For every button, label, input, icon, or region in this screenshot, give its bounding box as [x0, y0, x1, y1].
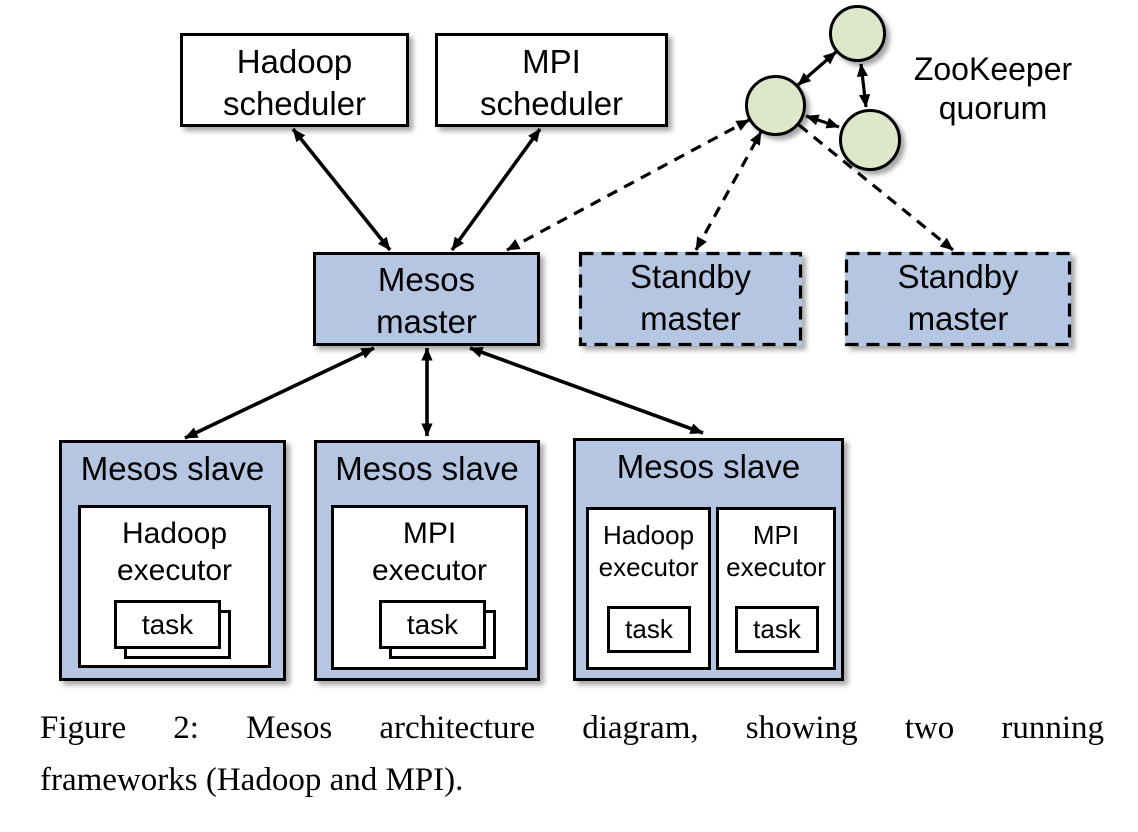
arrow-mpi-scheduler-master	[450, 127, 542, 252]
slave-3-mpi-executor-label: MPI executor	[719, 510, 833, 583]
slave-3-hadoop-executor-line2: executor	[598, 552, 699, 582]
slave-1-executor-line2: executor	[116, 554, 233, 587]
standby-master-1-label-line2: master	[640, 300, 741, 337]
arrow-master-slave1	[184, 346, 375, 440]
slave-2-task-box: task	[379, 600, 486, 649]
slave-3-mpi-executor-line2: executor	[726, 552, 826, 582]
mesos-master-label-line1: Mesos	[377, 261, 476, 298]
slave-3-mpi-task-box: task	[735, 606, 819, 653]
standby-master-2-label-line1: Standby	[897, 258, 1019, 295]
zookeeper-label-line1: ZooKeeper	[913, 51, 1073, 87]
standby-master-2-label-line2: master	[907, 300, 1009, 337]
dashed-arrow-zookeeper-master	[506, 118, 750, 252]
slave-1-hadoop-executor-box: Hadoop executor task	[78, 505, 271, 668]
slave-3-hadoop-task-stack: task	[607, 606, 691, 653]
hadoop-scheduler-label-line1: Hadoop	[236, 43, 353, 80]
mesos-master-node: Mesos master	[313, 252, 540, 346]
mesos-slave-3-title: Mesos slave	[616, 448, 801, 485]
slave-3-hadoop-executor-line1: Hadoop	[602, 520, 695, 550]
mpi-scheduler-label-line1: MPI	[522, 43, 581, 80]
hadoop-scheduler-label-line2: scheduler	[222, 85, 367, 122]
slave-2-executor-label: MPI executor	[334, 508, 525, 589]
dashed-arrow-zookeeper-standby1	[694, 131, 763, 251]
arrow-zk-left-top	[796, 50, 838, 87]
figure-caption-line2: frameworks (Hadoop and MPI).	[40, 762, 464, 798]
slave-1-task-box: task	[114, 600, 221, 649]
slave-3-mpi-executor-box: MPI executor task	[716, 507, 836, 670]
mesos-slave-2-title: Mesos slave	[335, 450, 519, 487]
zookeeper-quorum-label: ZooKeeper quorum	[893, 50, 1093, 128]
mesos-slave-2-node: Mesos slave MPI executor task	[314, 440, 540, 681]
slave-1-executor-label: Hadoop executor	[81, 508, 268, 589]
arrow-master-slave3	[469, 346, 704, 435]
arrow-zk-left-bottom	[805, 114, 840, 129]
zookeeper-label-line2: quorum	[938, 90, 1048, 126]
figure-caption-line1: Figure 2: Mesos architecture diagram, sh…	[40, 710, 1104, 746]
mesos-slave-1-title: Mesos slave	[80, 450, 265, 487]
mpi-scheduler-node: MPI scheduler	[435, 33, 668, 127]
slave-2-executor-line2: executor	[371, 554, 488, 587]
mesos-slave-1-node: Mesos slave Hadoop executor task	[59, 440, 286, 681]
figure-caption: Figure 2: Mesos architecture diagram, sh…	[40, 702, 1104, 806]
slave-3-hadoop-executor-box: Hadoop executor task	[586, 507, 711, 670]
mpi-scheduler-label-line2: scheduler	[479, 85, 624, 122]
slave-2-task-stack: task	[379, 600, 496, 659]
mesos-slave-3-node: Mesos slave Hadoop executor task MPI exe…	[573, 438, 844, 681]
standby-master-1-label-line1: Standby	[629, 258, 752, 295]
slave-3-hadoop-task-box: task	[607, 606, 691, 653]
zookeeper-node-circle-bottom	[839, 109, 901, 171]
standby-master-1-node: Standby master	[579, 252, 802, 346]
zookeeper-node-circle-left	[745, 75, 806, 136]
slave-2-mpi-executor-box: MPI executor task	[331, 505, 528, 670]
slave-1-executor-line1: Hadoop	[121, 517, 228, 550]
slave-3-hadoop-executor-label: Hadoop executor	[589, 510, 708, 583]
hadoop-scheduler-node: Hadoop scheduler	[180, 33, 409, 127]
slave-2-executor-line1: MPI	[402, 517, 457, 550]
mesos-master-label-line2: master	[376, 303, 477, 340]
standby-master-2-node: Standby master	[845, 252, 1071, 346]
slave-3-mpi-task-stack: task	[735, 606, 819, 653]
slave-1-task-stack: task	[114, 600, 231, 659]
zookeeper-node-circle-top	[829, 5, 886, 62]
arrow-zk-top-bottom	[856, 63, 871, 108]
arrow-hadoop-scheduler-master	[291, 127, 392, 252]
slave-3-mpi-executor-line1: MPI	[752, 520, 800, 550]
